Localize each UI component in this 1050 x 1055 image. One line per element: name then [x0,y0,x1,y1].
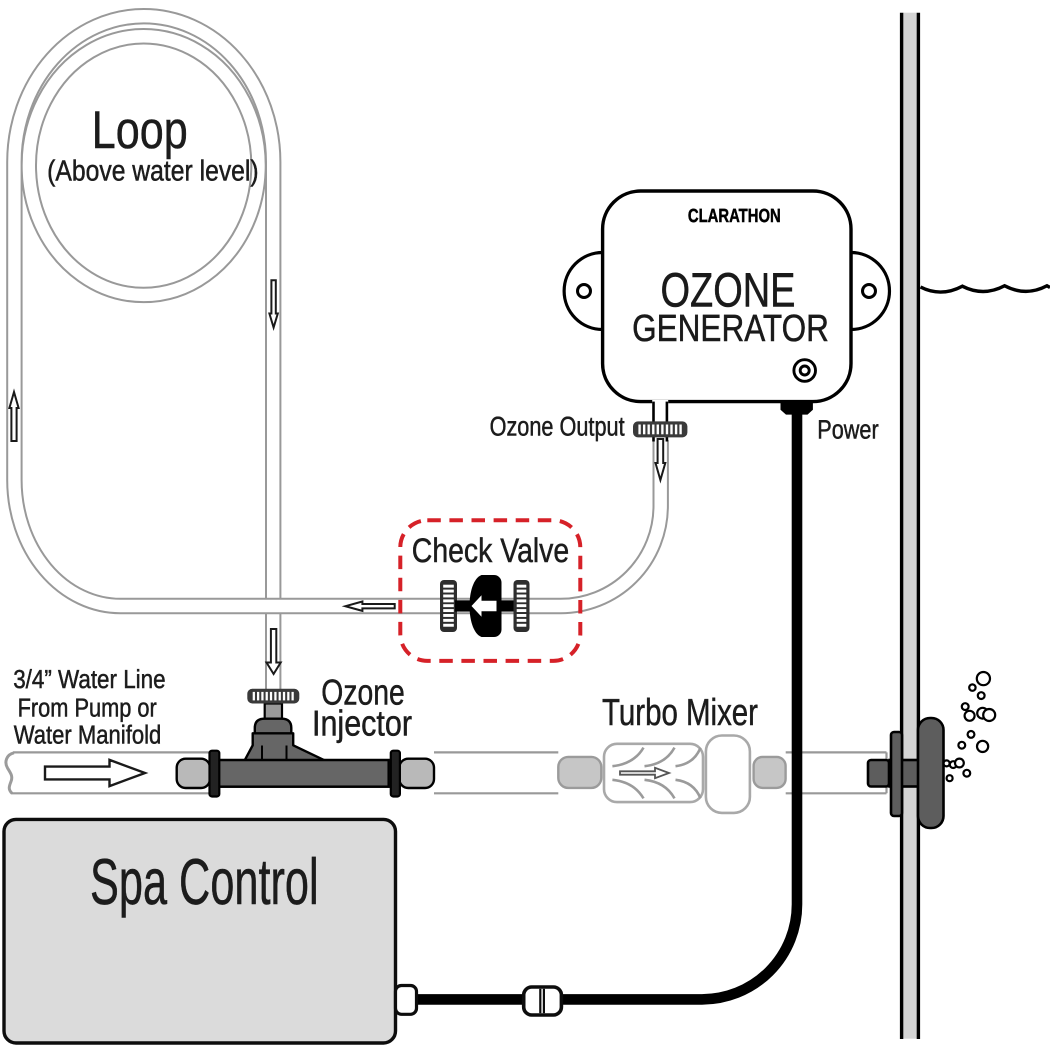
svg-text:3/4” Water Line: 3/4” Water Line [13,664,165,694]
svg-text:OZONE: OZONE [661,263,796,317]
svg-text:Loop: Loop [92,101,188,160]
svg-text:From Pump or: From Pump or [18,692,157,722]
svg-text:Spa Control: Spa Control [90,845,319,918]
svg-text:Ozone Output: Ozone Output [490,411,625,441]
svg-text:CLARATHON: CLARATHON [688,206,781,227]
svg-text:(Above water level): (Above water level) [47,155,259,187]
svg-text:Check Valve: Check Valve [412,532,569,570]
svg-text:Power: Power [817,415,879,445]
svg-text:Ozone: Ozone [321,672,404,713]
svg-text:Turbo Mixer: Turbo Mixer [602,691,758,733]
svg-text:Water Manifold: Water Manifold [14,720,162,750]
svg-text:GENERATOR: GENERATOR [632,308,829,350]
svg-text:Injector: Injector [312,703,412,744]
